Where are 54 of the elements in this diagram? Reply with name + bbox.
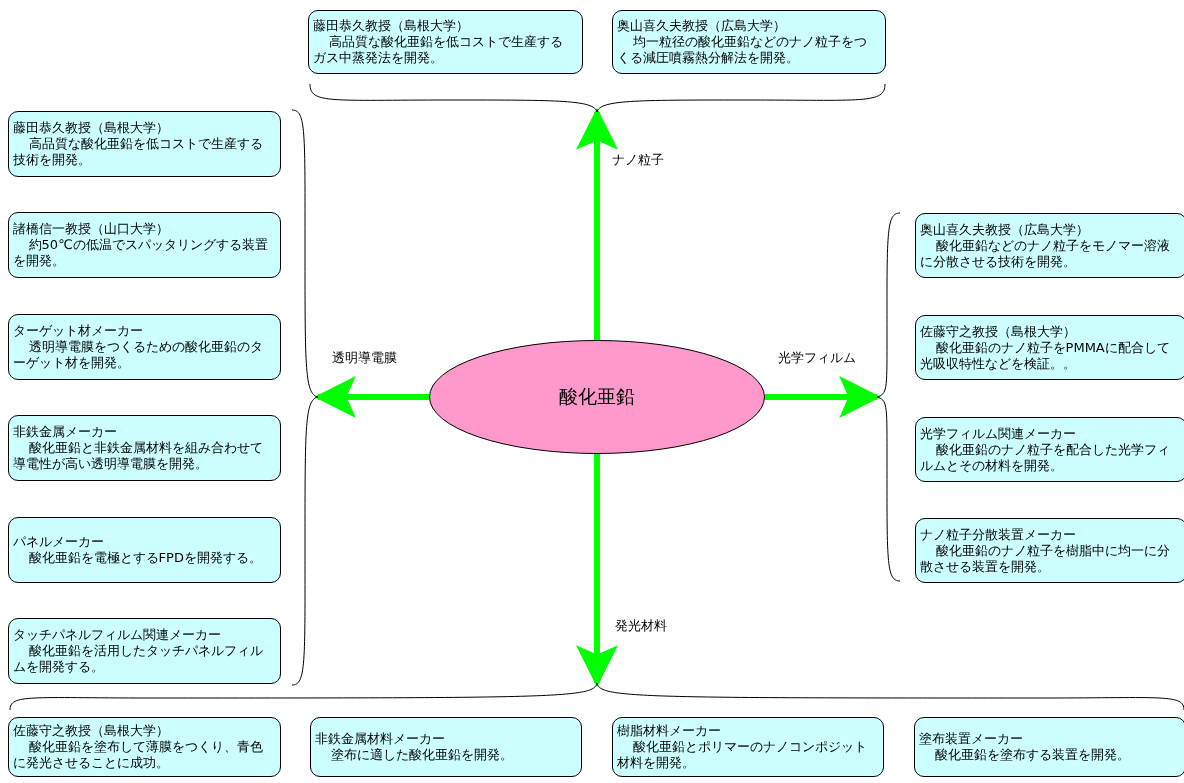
box-description: 高品質な酸化亜鉛を低コストで生産するガス中蒸発法を開発。 [313, 34, 564, 66]
box-description: 酸化亜鉛を活用したタッチパネルフィルムを開発する。 [13, 643, 264, 675]
box-description: 透明導電膜をつくるための酸化亜鉛のターゲット材を開発。 [13, 339, 264, 371]
box-description: 酸化亜鉛のナノ粒子を配合した光学フィルムとその材料を開発。 [920, 441, 1171, 474]
info-box [308, 10, 583, 74]
box-description: 酸化亜鉛を塗布する装置を開発。 [933, 747, 1131, 763]
box-heading: 藤田恭久教授（島根大学） [313, 18, 470, 34]
edge-label: 発光材料 [615, 618, 667, 634]
box-description: 酸化亜鉛のナノ粒子をPMMAに配合して光吸収特性などを検証。。 [920, 339, 1171, 372]
box-heading: 光学フィルム関連メーカー [920, 425, 1077, 442]
box-heading: 佐藤守之教授（島根大学） [13, 723, 170, 739]
info-box [8, 517, 281, 583]
box-heading: 藤田恭久教授（島根大学） [13, 120, 170, 136]
edge-label: ナノ粒子 [612, 152, 664, 168]
node-title: 酸化亜鉛 [559, 384, 635, 409]
box-heading: 諸橋信一教授（山口大学） [13, 221, 170, 237]
box-heading: 非鉄金属メーカー [13, 424, 118, 440]
box-heading: 非鉄金属材料メーカー [315, 731, 446, 747]
info-box [8, 717, 281, 777]
info-box [8, 111, 281, 177]
info-box [8, 415, 281, 481]
info-box [8, 212, 281, 278]
box-description: 約50℃の低温でスパッタリングする装置を開発。 [13, 237, 268, 269]
box-description: 高品質な酸化亜鉛を低コストで生産する技術を開発。 [13, 136, 264, 168]
box-description: 均一粒径の酸化亜鉛などのナノ粒子をつくる減圧噴霧熱分解法を開発。 [617, 34, 868, 66]
box-heading: パネルメーカー [13, 534, 105, 550]
info-box [612, 10, 886, 74]
box-heading: ターゲット材メーカー [13, 323, 144, 339]
info-box [914, 717, 1184, 777]
box-description: 酸化亜鉛のナノ粒子を樹脂中に均一に分散させる装置を開発。 [920, 542, 1171, 575]
info-box [310, 717, 582, 777]
info-box [8, 314, 281, 380]
box-description: 酸化亜鉛と非鉄金属材料を組み合わせて導電性が高い透明導電膜を開発。 [13, 440, 264, 472]
box-heading: ナノ粒子分散装置メーカー [920, 526, 1077, 543]
ellipse-node [429, 340, 765, 454]
info-box [612, 717, 884, 777]
box-description: 酸化亜鉛などのナノ粒子をモノマー溶液に分散させる技術を開発。 [920, 237, 1171, 270]
edge-label: 透明導電膜 [332, 350, 397, 366]
info-box [915, 518, 1184, 583]
box-description: 塗布に適した酸化亜鉛を開発。 [329, 747, 514, 763]
info-box [915, 315, 1184, 380]
info-box [915, 417, 1184, 482]
box-heading: 奥山喜久夫教授（広島大学） [617, 18, 787, 34]
box-description: 酸化亜鉛とポリマーのナノコンポジット材料を開発。 [617, 739, 868, 771]
box-heading: 佐藤守之教授（島根大学） [920, 323, 1077, 340]
edge-label: 光学フィルム [778, 350, 856, 366]
box-description: 酸化亜鉛を塗布して薄膜をつくり、青色に発光させることに成功。 [13, 739, 264, 771]
box-description: 酸化亜鉛を電極とするFPDを開発する。 [27, 550, 263, 566]
box-heading: 塗布装置メーカー [919, 731, 1024, 747]
info-box [915, 213, 1184, 278]
box-heading: 奥山喜久夫教授（広島大学） [920, 221, 1090, 238]
info-box [8, 618, 281, 684]
box-heading: タッチパネルフィルム関連メーカー [13, 627, 222, 643]
box-heading: 樹脂材料メーカー [617, 723, 722, 739]
